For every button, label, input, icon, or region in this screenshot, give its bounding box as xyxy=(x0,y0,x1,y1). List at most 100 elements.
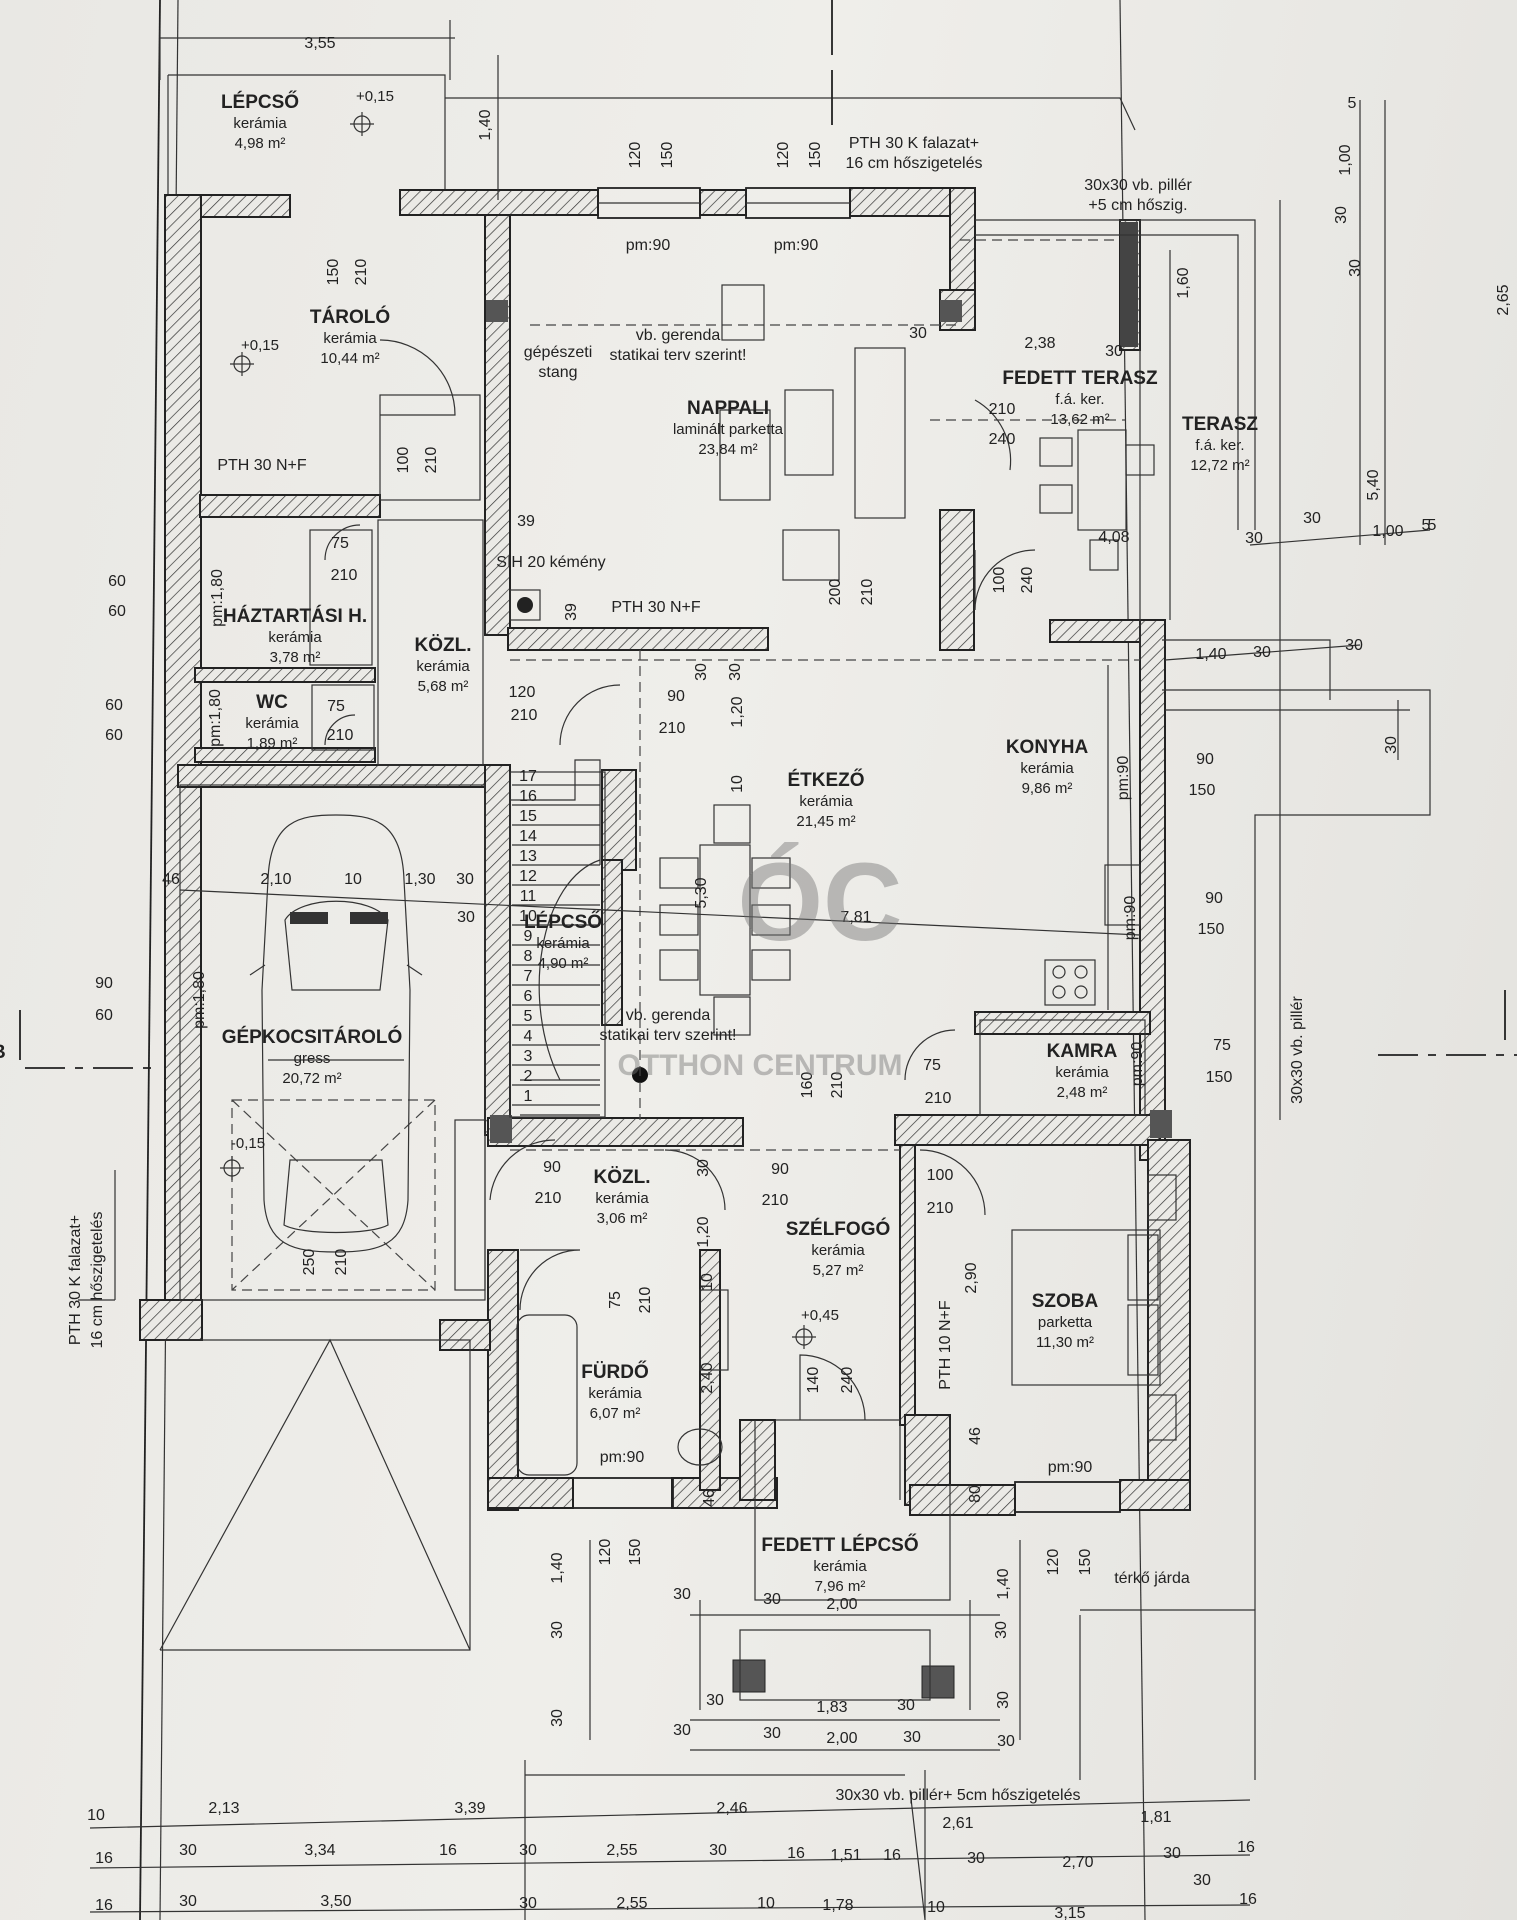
dimension-label: 90 xyxy=(771,1161,789,1178)
dimension-label: 210 xyxy=(925,1090,952,1107)
stair-number: 12 xyxy=(519,868,537,885)
dimension-label: 2,46 xyxy=(716,1800,747,1817)
elevation-lev-tarolo: +0,15 xyxy=(241,337,279,354)
dimension-label: 30 xyxy=(179,1893,197,1910)
note-piller-right: 30x30 vb. pillér xyxy=(1289,996,1306,1104)
dimension-label: pm:1,80 xyxy=(191,971,208,1029)
dimension-label: 30 xyxy=(967,1850,985,1867)
stair-number: 6 xyxy=(524,988,533,1005)
dimension-label: 1,40 xyxy=(995,1568,1012,1599)
room-material: kerámia xyxy=(1055,1064,1109,1081)
dimension-label: 120 xyxy=(509,684,536,701)
room-area: 10,44 m² xyxy=(320,350,379,367)
dimension-label: 30 xyxy=(1303,510,1321,527)
dimension-label: 30 xyxy=(519,1842,537,1859)
dimension-label: 210 xyxy=(331,567,358,584)
watermark-logo-icon: ÓC xyxy=(738,841,903,964)
dimension-label: 3,50 xyxy=(320,1893,351,1910)
room-area: 13,62 m² xyxy=(1050,411,1109,428)
dimension-label: 10 xyxy=(87,1807,105,1824)
dimension-label: 5 xyxy=(1348,95,1357,112)
dimension-label: 16 xyxy=(95,1897,113,1914)
stair-number: 9 xyxy=(524,928,533,945)
terrace-outlines xyxy=(530,219,1431,1780)
stair-number: 3 xyxy=(524,1048,533,1065)
dimension-label: 30 xyxy=(179,1842,197,1859)
dimension-label: 210 xyxy=(637,1287,654,1314)
room-material: gress xyxy=(294,1050,331,1067)
room-area: 12,72 m² xyxy=(1190,457,1249,474)
dimension-label: 3,34 xyxy=(304,1842,335,1859)
dimension-label: 30 xyxy=(1193,1872,1211,1889)
dimension-label: 1,51 xyxy=(830,1847,861,1864)
dimension-label: 1,20 xyxy=(695,1216,712,1247)
dimension-label: 30 xyxy=(727,663,744,681)
dimension-label: 30 xyxy=(993,1621,1010,1639)
dimension-label: 2,00 xyxy=(826,1730,857,1747)
dimension-label: 210 xyxy=(327,727,354,744)
dimension-label: 60 xyxy=(108,603,126,620)
dimension-label: 30 xyxy=(763,1725,781,1742)
stair-number: 16 xyxy=(519,788,537,805)
room-area: 5,27 m² xyxy=(813,1262,864,1279)
room-area: 3,06 m² xyxy=(597,1210,648,1227)
room-name: KÖZL. xyxy=(594,1167,651,1188)
dimension-label: 2,40 xyxy=(699,1362,716,1393)
dimension-label: 30 xyxy=(519,1895,537,1912)
stair-number: 14 xyxy=(519,828,537,845)
room-material: kerámia xyxy=(799,793,853,810)
dimension-label: 4,08 xyxy=(1098,529,1129,546)
room-material: kerámia xyxy=(416,658,470,675)
dimension-label: 1,30 xyxy=(404,871,435,888)
dimension-label: 210 xyxy=(659,720,686,737)
dining-table-icon xyxy=(659,804,791,1036)
dimension-label: 150 xyxy=(627,1539,644,1566)
dimension-lines xyxy=(78,20,1431,1920)
dimension-label: 1,60 xyxy=(1175,267,1192,298)
dimension-label: 7,81 xyxy=(840,909,871,926)
note-piller-bottom: 30x30 vb. pillér+ 5cm hőszigetelés xyxy=(835,1787,1080,1804)
room-area: 21,45 m² xyxy=(796,813,855,830)
dimension-label: 90 xyxy=(1196,751,1214,768)
room-material: kerámia xyxy=(323,330,377,347)
dimension-label: pm:90 xyxy=(600,1449,645,1466)
stair-number: 17 xyxy=(519,768,537,785)
dimension-label: 150 xyxy=(807,142,824,169)
room-material: kerámia xyxy=(811,1242,865,1259)
dimension-label: 1,00 xyxy=(1337,144,1354,175)
dimension-label: 2,65 xyxy=(1495,284,1512,315)
dimension-label: 39 xyxy=(563,603,580,621)
stair-number: 8 xyxy=(524,948,533,965)
dimension-label: 1,83 xyxy=(816,1699,847,1716)
room-area: 1,89 m² xyxy=(247,735,298,752)
room-name: FÜRDŐ xyxy=(581,1361,649,1383)
dimension-label: 30 xyxy=(456,871,474,888)
dimension-label: 5,40 xyxy=(1365,469,1382,500)
stair-number: 7 xyxy=(524,968,533,985)
note-pth-30nf-2: PTH 30 N+F xyxy=(611,599,701,616)
dimension-label: 100 xyxy=(927,1167,954,1184)
room-material: kerámia xyxy=(1020,760,1074,777)
dimension-label: 16 xyxy=(883,1847,901,1864)
dimension-label: 210 xyxy=(511,707,538,724)
dimension-label: 2,13 xyxy=(208,1800,239,1817)
dimension-label: 100 xyxy=(991,567,1008,594)
stair-number: 15 xyxy=(519,808,537,825)
dimension-label: 100 xyxy=(395,447,412,474)
dimension-label: 150 xyxy=(1189,782,1216,799)
dimension-label: 1,40 xyxy=(1195,646,1226,663)
note-pth-30k-top: PTH 30 K falazat+ xyxy=(849,135,979,152)
dimension-label: 30 xyxy=(549,1621,566,1639)
stair-number: 10 xyxy=(519,908,537,925)
dimension-label: 210 xyxy=(762,1192,789,1209)
dimension-label: pm:90 xyxy=(1129,1042,1146,1087)
